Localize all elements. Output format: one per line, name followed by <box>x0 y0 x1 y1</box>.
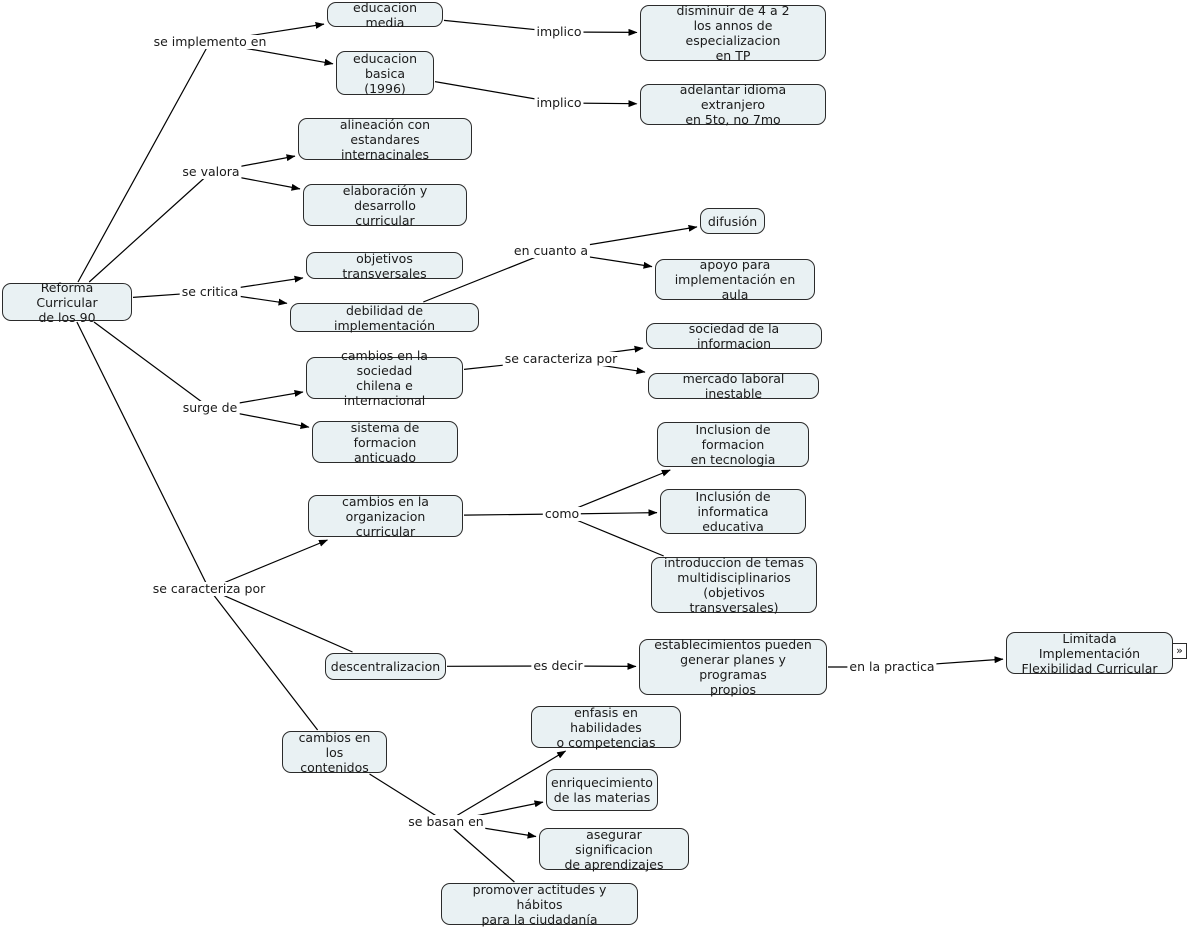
expand-node-button[interactable]: » <box>1172 643 1187 659</box>
link-label[interactable]: en la practica <box>847 660 936 674</box>
concept-node[interactable]: objetivos transversales <box>306 252 463 279</box>
concept-node[interactable]: Inclusion de formacion en tecnologia <box>657 422 809 467</box>
concept-node[interactable]: Reforma Curricular de los 90 <box>2 283 132 321</box>
concept-node[interactable]: introduccion de temas multidisciplinario… <box>651 557 817 613</box>
concept-node[interactable]: elaboración y desarrollo curricular <box>303 184 467 226</box>
concept-node[interactable]: cambios en los contenidos <box>282 731 387 773</box>
edge-line <box>211 590 352 652</box>
concept-node[interactable]: debilidad de implementación <box>290 303 479 332</box>
concept-node[interactable]: sociedad de la informacion <box>646 323 822 349</box>
edge-line <box>78 43 209 282</box>
concept-node[interactable]: enfasis en habilidades o competencias <box>531 706 681 748</box>
concept-node[interactable]: cambios en la organizacion curricular <box>308 495 463 537</box>
link-label[interactable]: se valora <box>180 165 241 179</box>
concept-node[interactable]: disminuir de 4 a 2 los annos de especial… <box>640 5 826 61</box>
edge-line <box>210 590 318 730</box>
concept-node[interactable]: establecimientos pueden generar planes y… <box>639 639 827 695</box>
link-label[interactable]: surge de <box>181 401 240 415</box>
concept-node[interactable]: cambios en la sociedad chilena e interna… <box>306 357 463 399</box>
concept-node[interactable]: asegurar significacion de aprendizajes <box>539 828 689 870</box>
edge-line <box>77 322 209 588</box>
edges-group <box>77 20 1003 882</box>
link-label[interactable]: se caracteriza por <box>503 352 620 366</box>
link-label[interactable]: se implemento en <box>152 35 269 49</box>
link-label[interactable]: se caracteriza por <box>151 582 268 596</box>
link-label[interactable]: se critica <box>180 285 241 299</box>
concept-node[interactable]: educacion basica (1996) <box>336 51 434 95</box>
edge-line <box>564 515 663 556</box>
link-label[interactable]: implico <box>534 96 583 110</box>
link-label[interactable]: como <box>543 507 581 521</box>
concept-node[interactable]: mercado laboral inestable <box>648 373 819 399</box>
concept-node[interactable]: alineación con estandares internacinales <box>298 118 472 160</box>
concept-node[interactable]: apoyo para implementación en aula <box>655 259 815 300</box>
concept-node[interactable]: Inclusión de informatica educativa <box>660 489 806 534</box>
concept-node[interactable]: promover actitudes y hábitos para la ciu… <box>441 883 638 925</box>
concept-node[interactable]: educacion media <box>327 2 443 27</box>
concept-node[interactable]: sistema de formacion anticuado <box>312 421 458 463</box>
concept-node[interactable]: adelantar idioma extranjero en 5to, no 7… <box>640 84 826 125</box>
concept-node[interactable]: descentralizacion <box>325 653 446 680</box>
link-label[interactable]: implico <box>534 25 583 39</box>
link-label[interactable]: en cuanto a <box>512 244 590 258</box>
concept-node[interactable]: enriquecimiento de las materias <box>546 769 658 811</box>
edge-line <box>94 322 209 407</box>
concept-node[interactable]: Limitada Implementación Flexibilidad Cur… <box>1006 632 1173 674</box>
link-label[interactable]: se basan en <box>406 815 485 829</box>
link-label[interactable]: es decir <box>531 659 584 673</box>
concept-node[interactable]: difusión <box>700 208 765 234</box>
